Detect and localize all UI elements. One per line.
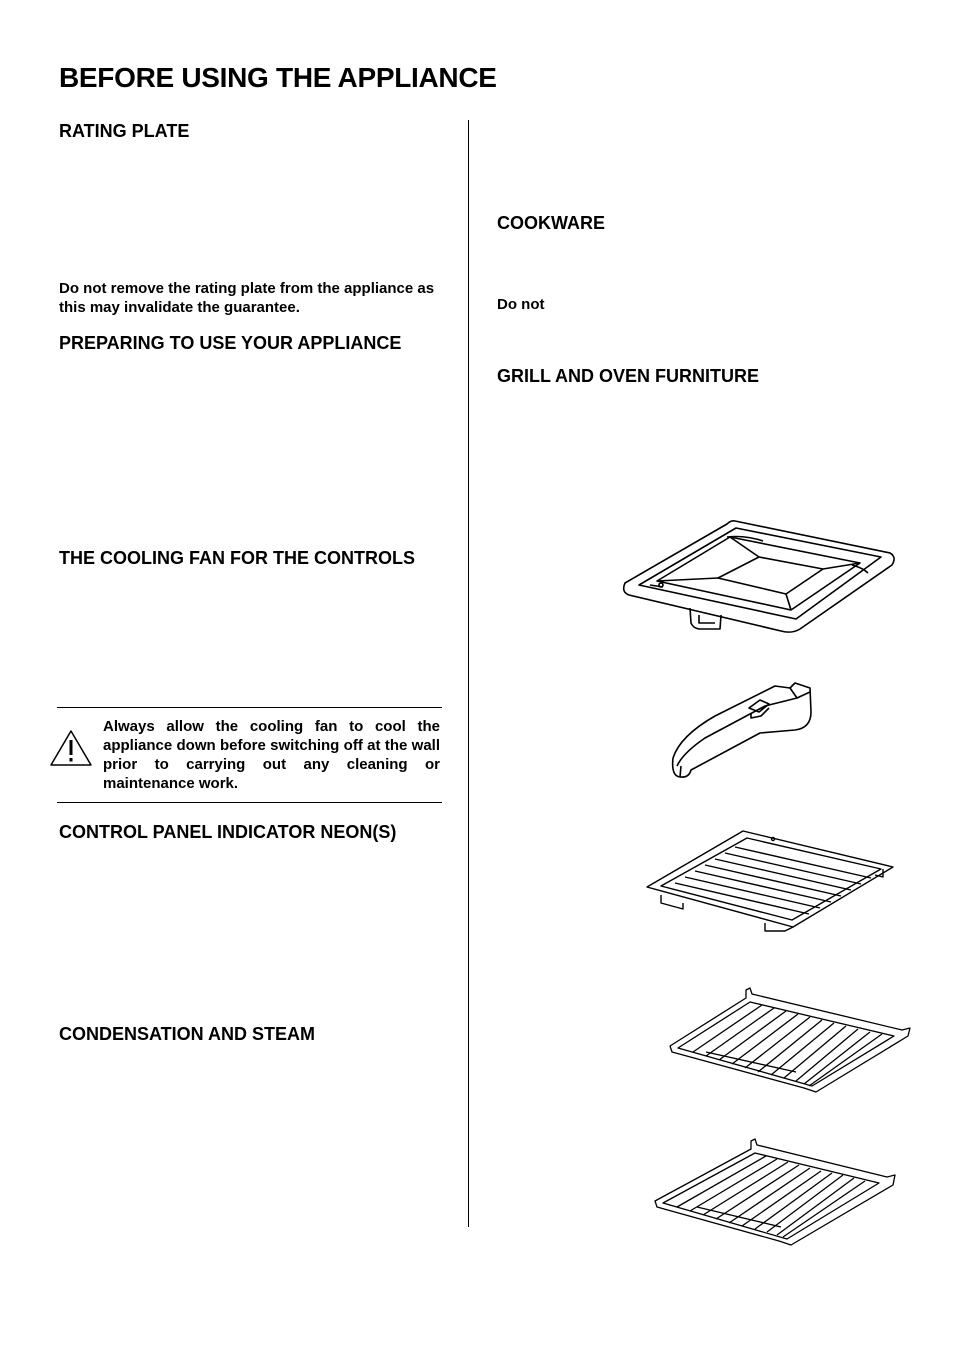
cookware-note: Do not xyxy=(497,296,545,313)
oven-shelf-icon xyxy=(654,1138,896,1246)
grill-pan-icon xyxy=(622,520,895,633)
cooling-fan-warning: Always allow the cooling fan to cool the… xyxy=(103,718,440,792)
warning-triangle-icon xyxy=(50,730,92,766)
condensation-heading: CONDENSATION AND STEAM xyxy=(59,1024,315,1044)
warning-top-rule xyxy=(57,707,442,708)
oven-shelf-icon xyxy=(669,987,911,1093)
rating-plate-heading: RATING PLATE xyxy=(59,121,190,141)
furniture-heading: GRILL AND OVEN FURNITURE xyxy=(497,366,760,386)
page-title: BEFORE USING THE APPLIANCE xyxy=(59,62,497,93)
warning-bottom-rule xyxy=(57,802,442,803)
grill-pan-grid-icon xyxy=(646,830,894,932)
cookware-heading: COOKWARE xyxy=(497,213,605,233)
preparing-heading: PREPARING TO USE YOUR APPLIANCE xyxy=(59,333,402,353)
neons-heading: CONTROL PANEL INDICATOR NEON(S) xyxy=(59,822,397,842)
rating-plate-note: Do not remove the rating plate from the … xyxy=(59,280,435,316)
grill-pan-handle-icon xyxy=(671,682,812,778)
column-divider xyxy=(468,120,469,1227)
cooling-fan-heading: THE COOLING FAN FOR THE CONTROLS xyxy=(59,548,415,568)
